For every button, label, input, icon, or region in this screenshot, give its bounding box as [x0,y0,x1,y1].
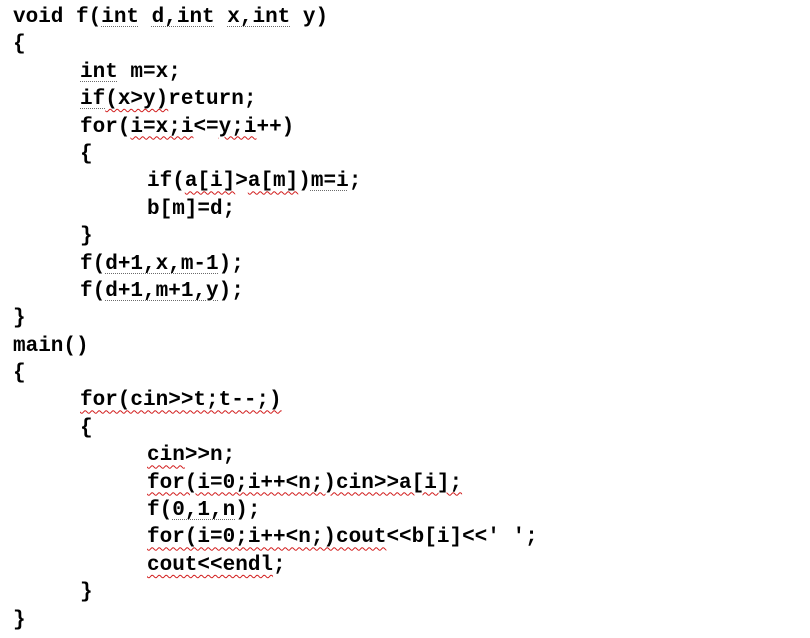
code-token: cin [147,444,185,468]
code-token: (x>y) [105,88,169,112]
code-token: cout<<endl [147,553,274,577]
code-token: a[m] [247,170,299,194]
code-token: y;i [218,115,257,139]
code-token: ); [235,499,261,523]
code-line: if(x>y)return; [13,86,538,113]
code-token: a[i] [184,170,236,194]
code-line: if(a[i]>a[m])m=i; [13,168,538,195]
code-token: for(i=0;i++<n;)cin>>a[i]; [147,471,463,495]
code-token: ) [298,170,311,194]
code-token [139,6,152,29]
code-token: f( [147,499,173,523]
code-token: { [80,416,93,440]
code-token: ); [218,252,244,276]
code-line: } [13,579,538,606]
code-token: { [13,362,26,386]
code-token: for(i=0;i++<n;)cout [147,526,387,550]
code-line: int m=x; [13,59,538,86]
code-token: if [80,88,106,112]
code-token: for(cin>>t;t--;) [80,389,282,413]
code-line: f(d+1,x,m-1); [13,251,538,278]
code-token: main() [13,334,89,358]
code-token: void f( [13,6,102,29]
code-token: { [80,142,93,166]
code-token: { [13,33,26,57]
code-token: } [13,307,26,331]
code-line: { [13,415,538,442]
code-token: b[m]=d; [147,197,236,221]
code-token: 0,1,n [172,499,236,523]
code-token: int [80,60,118,84]
code-line: { [13,360,538,387]
code-token: for( [80,115,131,139]
code-token: <<b[i]<<' '; [386,526,538,550]
code-token: y) [290,6,329,29]
code-token: f( [80,279,106,303]
code-token: x,int [227,6,291,29]
code-line: { [13,141,538,168]
code-token: <= [193,115,219,139]
code-line: f(0,1,n); [13,497,538,524]
code-token: >>n; [184,444,236,468]
code-line: void f(int d,int x,int y) [13,4,538,31]
code-line: for(i=0;i++<n;)cout<<b[i]<<' '; [13,524,538,551]
code-token: ); [218,279,244,303]
code-line: for(i=x;i<=y;i++) [13,114,538,141]
code-line: } [13,607,538,634]
code-token: return; [168,88,257,112]
code-token: d+1,m+1,y [105,279,219,303]
code-token [215,6,228,29]
code-line: b[m]=d; [13,196,538,223]
code-line: main() [13,333,538,360]
code-listing: void f(int d,int x,int y){int m=x;if(x>y… [13,4,538,634]
code-token: f( [80,252,106,276]
code-token: ; [273,553,286,577]
code-token: } [80,581,93,605]
code-line: f(d+1,m+1,y); [13,278,538,305]
code-line: cin>>n; [13,442,538,469]
code-token: > [235,170,248,194]
code-line: cout<<endl; [13,552,538,579]
code-token: d+1,x,m-1 [105,252,219,276]
code-token: if( [147,170,185,194]
code-token: } [13,608,26,632]
code-token: m=i [310,170,349,194]
code-token: } [80,225,93,249]
code-token: m=x; [117,60,181,84]
code-token: i=x;i [130,115,194,139]
code-line: { [13,31,538,58]
code-token: ++) [256,115,295,139]
code-line: for(i=0;i++<n;)cin>>a[i]; [13,470,538,497]
code-line: } [13,305,538,332]
code-token: ; [348,170,362,194]
code-token: d,int [151,6,215,29]
code-line: for(cin>>t;t--;) [13,387,538,414]
code-line: } [13,223,538,250]
code-token: int [101,6,140,29]
